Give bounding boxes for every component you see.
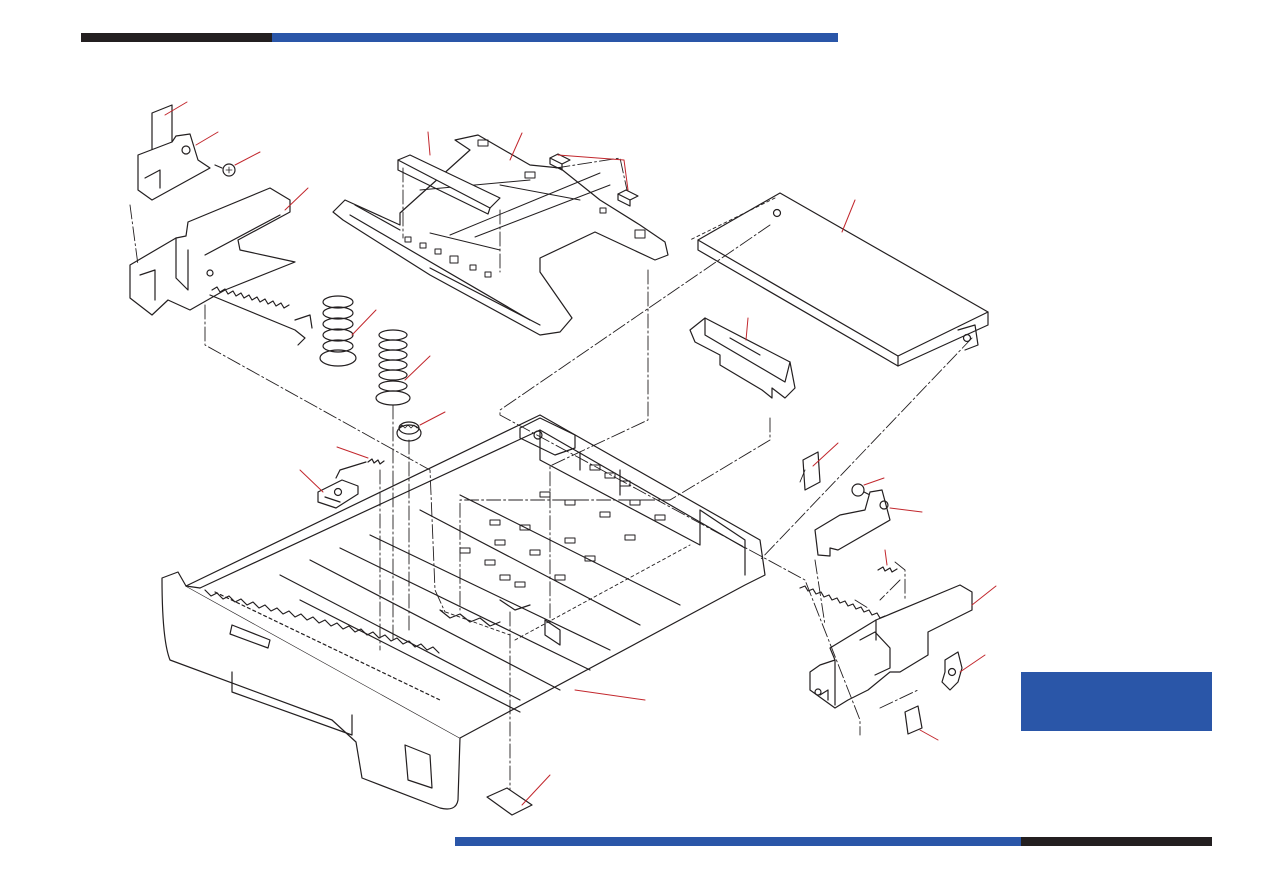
top-left-bracket bbox=[137, 133, 211, 201]
compression-spring-1 bbox=[319, 295, 357, 367]
top-dark-bar bbox=[81, 33, 273, 42]
small-pads bbox=[549, 153, 639, 207]
leader-lines bbox=[164, 101, 997, 806]
release-lever bbox=[941, 651, 963, 691]
bottom-dark-bar bbox=[1021, 837, 1212, 846]
assembly-lines bbox=[129, 157, 973, 791]
guide-plate bbox=[332, 134, 669, 336]
right-screw bbox=[851, 483, 873, 497]
right-clip bbox=[802, 451, 821, 491]
tray-cover bbox=[697, 192, 989, 367]
top-blue-bar bbox=[272, 33, 838, 42]
bottom-pad bbox=[486, 787, 533, 816]
section-tab bbox=[1021, 672, 1212, 731]
guide-plate-pad bbox=[397, 154, 501, 215]
right-pad bbox=[904, 705, 923, 735]
paper-cassette bbox=[161, 414, 766, 810]
tension-spring bbox=[335, 458, 385, 479]
lock-lever bbox=[317, 479, 359, 509]
top-left-screw bbox=[214, 163, 236, 177]
end-stopper bbox=[689, 317, 796, 399]
left-paper-guide bbox=[129, 187, 313, 346]
pinion-gear bbox=[396, 421, 422, 442]
compression-spring-2 bbox=[375, 329, 411, 406]
small-spring bbox=[877, 566, 898, 573]
right-bracket bbox=[814, 489, 891, 557]
bottom-blue-bar bbox=[455, 837, 1022, 846]
right-paper-guide bbox=[799, 584, 973, 709]
